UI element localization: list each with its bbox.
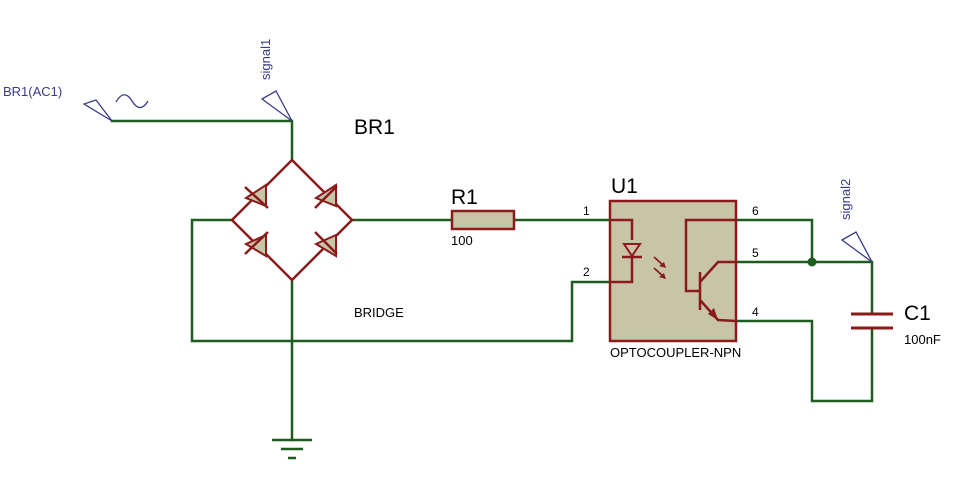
wire-ac-input: [110, 119, 294, 162]
phototransistor-icon: [684, 218, 737, 323]
resistor-body: [450, 209, 516, 231]
wire-pin6: [734, 218, 814, 264]
pin-6-label: 6: [752, 204, 759, 218]
resistor-value-label: 100: [451, 233, 473, 248]
pin-2-label: 2: [583, 265, 590, 279]
signal2-terminal[interactable]: signal2: [838, 179, 873, 263]
ac-input-terminal[interactable]: BR1(AC1): [3, 84, 149, 122]
wire-bridge-left-loop: [190, 218, 612, 343]
terminal-arrow: [260, 90, 293, 122]
bridge-outline: [230, 158, 354, 282]
ac-input-label: BR1(AC1): [3, 84, 62, 99]
resistor-r1[interactable]: R1 100: [450, 186, 516, 248]
pin-1-label: 1: [583, 204, 590, 218]
bridge-rectifier[interactable]: BR1 BRIDGE: [230, 116, 404, 320]
ground-icon: [272, 438, 312, 460]
diode-bottom-left: [243, 231, 269, 258]
capacitor-value-label: 100nF: [904, 332, 941, 347]
diode-top-right: [313, 183, 338, 209]
opto-type-label: OPTOCOUPLER-NPN: [610, 345, 741, 360]
bridge-ref-label: BR1: [354, 116, 395, 139]
wires: [110, 119, 874, 442]
bridge-type-label: BRIDGE: [354, 305, 404, 320]
signal1-label: signal1: [258, 39, 273, 80]
pin-4-label: 4: [752, 305, 759, 319]
capacitor-c1[interactable]: C1 100nF: [851, 302, 941, 347]
signal1-terminal[interactable]: signal1: [258, 39, 293, 122]
signal2-label: signal2: [838, 179, 853, 220]
opto-ref-label: U1: [611, 175, 638, 198]
capacitor-ref-label: C1: [904, 302, 931, 325]
wire-pin4: [734, 319, 874, 403]
resistor-ref-label: R1: [451, 186, 478, 209]
junction-dot: [807, 257, 817, 267]
terminal-arrow: [840, 231, 873, 263]
diode-top-left: [243, 183, 269, 209]
diode-bottom-right: [313, 231, 338, 258]
optocoupler-u1[interactable]: 1 2 4 5 6 U1 OPTOCOUPLER-NPN: [583, 175, 759, 360]
led-icon: [610, 218, 666, 284]
pin-5-label: 5: [752, 246, 759, 260]
terminal-arrow: [82, 99, 113, 122]
sine-wave-icon: [115, 94, 149, 109]
